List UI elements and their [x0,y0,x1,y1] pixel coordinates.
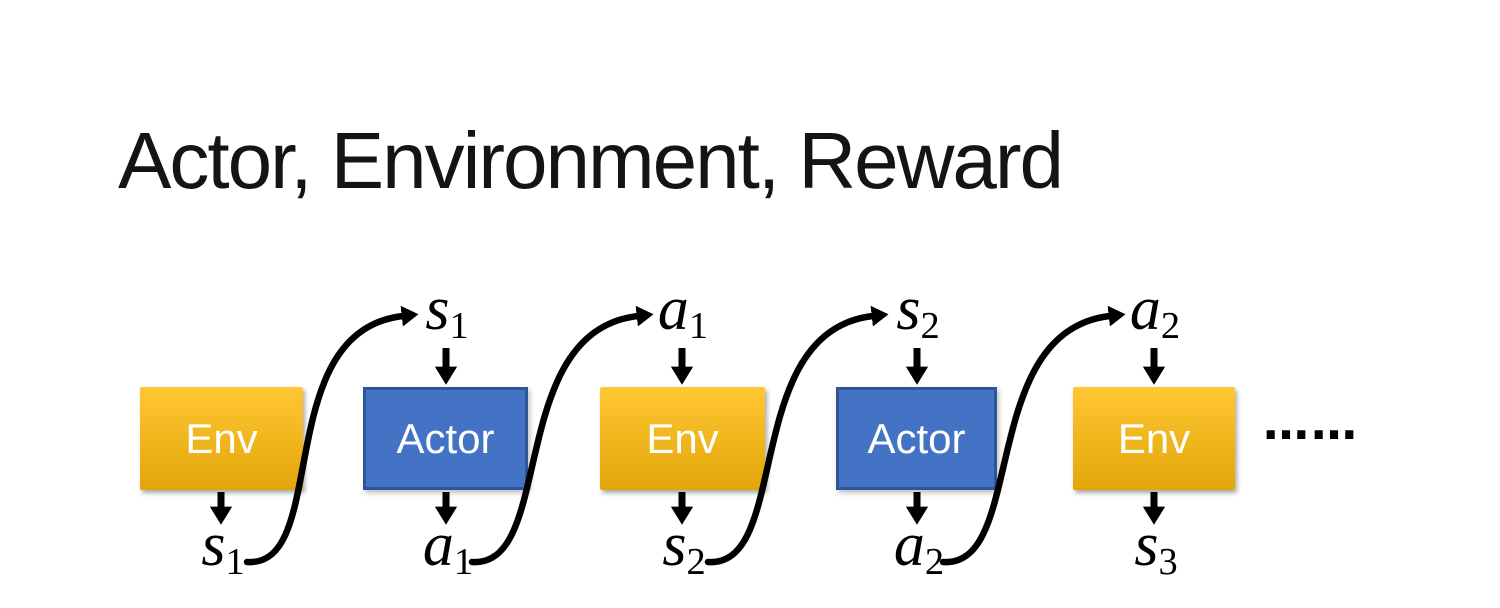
env-box-1-label: Env [185,414,258,462]
page-title: Actor, Environment, Reward [118,116,1064,205]
actor-box-1: Actor [363,387,528,490]
top-label-s1: s1 [425,275,469,348]
env-box-2-label: Env [646,414,719,462]
env-box-1: Env [140,387,303,490]
top-label-s2: s2 [896,275,940,348]
env-box-3: Env [1073,387,1235,490]
top-label-a1: a1 [657,275,709,348]
curve-arrow-s1-to-actor1 [243,305,419,566]
bottom-label-a2: a2 [893,511,945,584]
top-label-a2: a2 [1129,275,1181,348]
env-box-3-label: Env [1117,414,1191,462]
ellipsis: …… [1263,396,1359,450]
actor-box-2: Actor [836,387,997,490]
curve-arrow-a1-to-env2 [468,305,654,566]
env-box-2: Env [600,387,765,490]
actor-box-1-label: Actor [396,414,495,462]
actor-box-2-label: Actor [867,414,966,462]
curve-arrow-s2-to-actor2 [704,305,889,566]
curve-arrow-a2-to-env3 [939,305,1126,566]
